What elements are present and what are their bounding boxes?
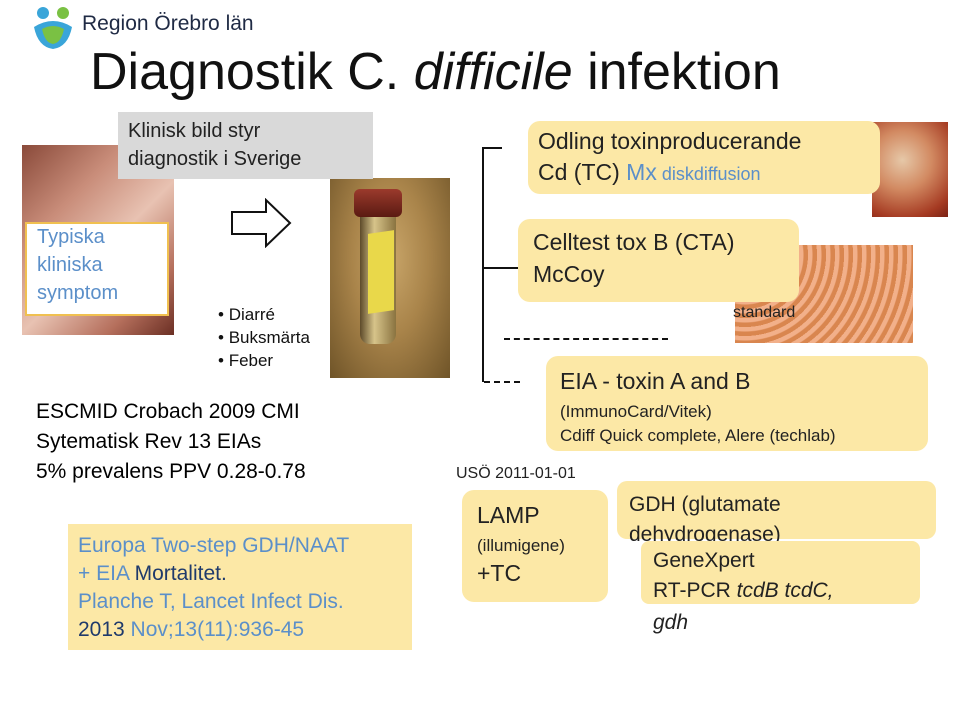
- celltest-box: Celltest tox B (CTA) McCoy: [518, 219, 799, 302]
- sample-tube-cap: [354, 189, 402, 217]
- branch-line-celltest: [482, 267, 518, 269]
- escmid-line-2: Sytematisk Rev 13 EIAs: [36, 430, 262, 453]
- symptom-list: Diarré Buksmärta Feber: [218, 303, 310, 372]
- escmid-line-3: 5% prevalens PPV 0.28-0.78: [36, 460, 306, 483]
- symptom-item: Diarré: [218, 303, 310, 326]
- sample-tube-label: [368, 230, 394, 314]
- uso-date-label: USÖ 2011-01-01: [456, 465, 576, 482]
- symptom-item: Buksmärta: [218, 326, 310, 349]
- dashed-line-standard: [504, 338, 668, 340]
- escmid-line-1: ESCMID Crobach 2009 CMI: [36, 400, 300, 423]
- logo-text: Region Örebro län: [82, 12, 254, 35]
- gdh-box: GDH (glutamate dehydrogenase): [617, 481, 936, 546]
- tree-connector-line: [482, 147, 484, 382]
- genexpert-box: GeneXpert RT-PCR tcdB tcdC,: [641, 541, 920, 604]
- klinisk-bild-box: Klinisk bild styr diagnostik i Sverige: [118, 112, 373, 179]
- region-orebro-logo-icon: [34, 7, 72, 49]
- typiska-symptom-box: Typiska kliniska symptom: [25, 222, 169, 316]
- page-title: Diagnostik C. difficile infektion: [90, 43, 781, 101]
- right-arrow-icon: [231, 198, 292, 248]
- symptom-item: Feber: [218, 349, 310, 372]
- odling-box: Odling toxinproducerande Cd (TC) Mx disk…: [528, 121, 880, 194]
- agar-plate-photo: [872, 122, 948, 217]
- standard-label: standard: [733, 304, 796, 321]
- lamp-box: LAMP (illumigene) +TC: [462, 490, 608, 602]
- eia-box: EIA - toxin A and B (ImmunoCard/Vitek) C…: [546, 356, 928, 451]
- genexpert-gdh-text: gdh: [653, 611, 689, 634]
- europa-box: Europa Two-step GDH/NAAT + EIA Mortalite…: [68, 524, 412, 650]
- dashed-line-eia: [484, 381, 520, 383]
- branch-line-odling: [482, 147, 502, 149]
